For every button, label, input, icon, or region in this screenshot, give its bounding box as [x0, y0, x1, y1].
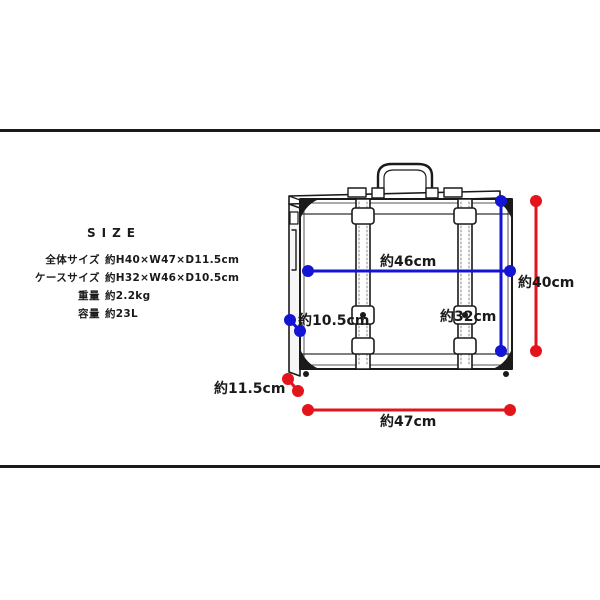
spec-value: 約H40×W47×D11.5cm	[105, 254, 240, 266]
overall-width-end-dot	[504, 404, 516, 416]
case-height-bottom-dot	[495, 345, 507, 357]
case-dimension-markers	[284, 195, 516, 357]
spec-row-weight: 重量 約2.2kg	[0, 288, 300, 304]
overall-height-top-dot	[530, 195, 542, 207]
case-depth-label: 約10.5cm	[298, 313, 370, 329]
overall-width-start-dot	[302, 404, 314, 416]
case-width-start-dot	[302, 265, 314, 277]
case-width-end-dot	[504, 265, 516, 277]
spec-row-case-size: ケースサイズ 約H32×W46×D10.5cm	[0, 270, 300, 286]
suitcase-illustration	[288, 162, 513, 377]
bottom-divider	[0, 465, 600, 468]
top-divider	[0, 129, 600, 132]
case-height-top-dot	[495, 195, 507, 207]
case-width-label: 約46cm	[380, 254, 437, 270]
spec-label: 全体サイズ	[45, 254, 100, 266]
overall-dimension-markers	[282, 195, 542, 416]
overall-depth-label: 約11.5cm	[214, 381, 286, 397]
case-depth-end-dot	[294, 325, 306, 337]
case-height-label: 約32cm	[440, 309, 497, 325]
case-depth-start-dot	[284, 314, 296, 326]
spec-label: ケースサイズ	[34, 272, 100, 284]
spec-row-capacity: 容量 約23L	[0, 306, 300, 322]
spec-row-overall-size: 全体サイズ 約H40×W47×D11.5cm	[0, 252, 300, 268]
spec-value: 約23L	[105, 308, 139, 320]
overall-depth-start-dot	[282, 373, 294, 385]
spec-label: 容量	[78, 308, 100, 320]
spec-label: 重量	[78, 290, 100, 302]
overall-width-label: 約47cm	[380, 414, 437, 430]
overall-height-bottom-dot	[530, 345, 542, 357]
overall-depth-end-dot	[292, 385, 304, 397]
overall-height-label: 約40cm	[518, 275, 575, 291]
spec-value: 約2.2kg	[105, 290, 151, 302]
spec-title: SIZE	[87, 226, 142, 240]
spec-value: 約H32×W46×D10.5cm	[105, 272, 240, 284]
